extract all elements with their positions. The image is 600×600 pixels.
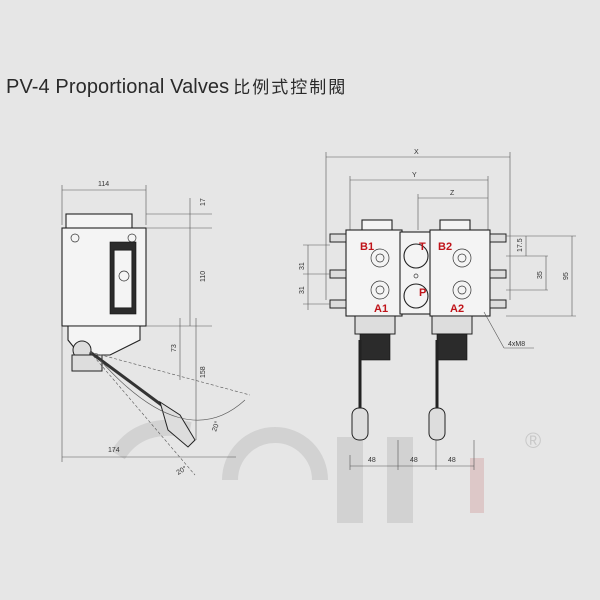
registered-mark: ® (525, 428, 541, 453)
port-p-label: P (419, 287, 426, 299)
port-t-label: T (419, 241, 426, 253)
side-panel-inner (113, 249, 133, 309)
bolt-l-mid (329, 269, 347, 279)
dim-z-label: Z (450, 190, 455, 197)
port-b2-hole (452, 248, 472, 268)
actuator-left (359, 333, 391, 361)
dim-48-label-1: 48 (368, 457, 376, 464)
dim-73-label: 73 (171, 344, 178, 352)
knob-left (351, 407, 369, 441)
thread-label: 4xM8 (508, 341, 525, 348)
side-lever-knob (159, 400, 196, 448)
bolt-r-top (489, 233, 507, 243)
side-screw (118, 270, 130, 282)
dim-48-label-3: 48 (448, 457, 456, 464)
dim-y-label: Y (412, 172, 417, 179)
watermark-l2 (387, 437, 413, 523)
front-view: X Y Z B1 A1 B2 A2 T P (299, 149, 576, 470)
watermark-o (222, 427, 328, 481)
fitting-left (354, 315, 396, 335)
side-bottom-fittings (71, 354, 103, 372)
dim-158-label: 158 (200, 366, 207, 378)
dim-114-label: 114 (98, 181, 109, 188)
port-a2-label: A2 (450, 303, 464, 315)
dim-95-label: 95 (563, 272, 570, 280)
dim-17-5-label: 17.5 (517, 238, 524, 252)
bolt-r-bot (489, 299, 507, 309)
side-bolt-1 (70, 233, 80, 243)
port-b2-label: B2 (438, 241, 452, 253)
actuator-right (436, 333, 468, 361)
dim-31-lower-label: 31 (299, 286, 306, 294)
dim-110-label: 110 (200, 271, 207, 282)
port-a1-hole (370, 280, 390, 300)
watermark-l1 (337, 437, 363, 523)
knob-right (428, 407, 446, 441)
port-p-hole (403, 283, 429, 309)
dim-174-label: 174 (108, 447, 120, 454)
dim-31-upper-label: 31 (299, 262, 306, 270)
angle-label-b: 20° (175, 464, 188, 476)
fitting-right (431, 315, 473, 335)
port-b2-inner (457, 253, 467, 263)
angle-label-a: 20° (210, 420, 221, 433)
front-section-left (345, 229, 403, 317)
side-angle-arc (99, 359, 246, 421)
center-mark (413, 273, 419, 279)
port-a1-inner (375, 285, 385, 295)
dim-17-label: 17 (200, 198, 207, 206)
dim-48-label-2: 48 (410, 457, 418, 464)
port-a2-inner (457, 285, 467, 295)
side-angle-line-b (89, 351, 196, 476)
title-chinese: 比例式控制閥 (233, 78, 348, 98)
front-section-right (429, 229, 491, 317)
port-b1-inner (375, 253, 385, 263)
port-a2-hole (452, 280, 472, 300)
dim-35-label: 35 (537, 271, 544, 279)
port-a1-label: A1 (374, 303, 388, 315)
bolt-l-bot (329, 299, 347, 309)
bolt-r-mid (489, 269, 507, 279)
side-view: 114 20° 20° 17 110 73 158 (61, 181, 251, 477)
bolt-l-top (329, 233, 347, 243)
port-t-hole (403, 243, 429, 269)
dim-x-label: X (414, 149, 419, 156)
side-angle-line-a (89, 351, 251, 396)
port-b1-hole (370, 248, 390, 268)
thread-leader (483, 311, 505, 349)
port-b1-label: B1 (360, 241, 374, 253)
watermark-i (470, 458, 484, 513)
title-text: PV-4 Proportional Valves (6, 76, 230, 98)
